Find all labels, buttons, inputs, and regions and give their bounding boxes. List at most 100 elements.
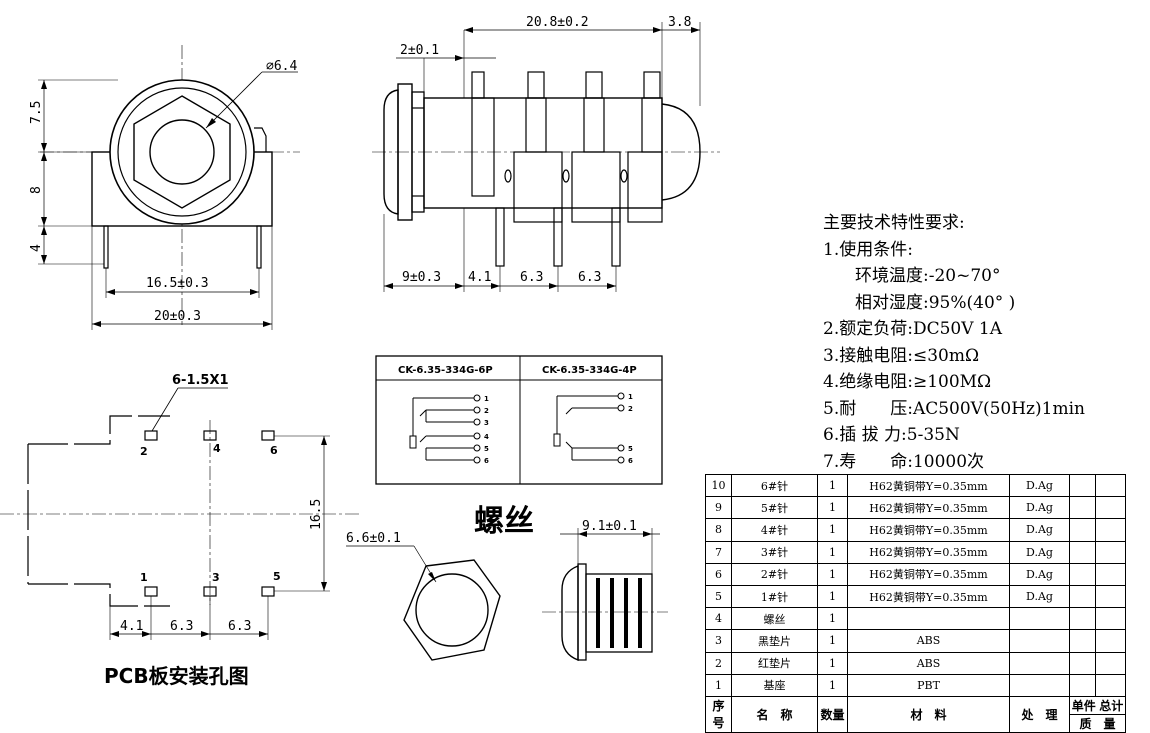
dim-pin-span: 16.5±0.3 xyxy=(146,276,209,291)
bom-cell-material: H62黄铜带Y=0.35mm xyxy=(847,540,1010,564)
bom-cell-total xyxy=(1095,629,1126,653)
bom-cell-treat: D.Ag xyxy=(1009,496,1070,520)
bom-cell-qty: 1 xyxy=(817,584,848,609)
bom-cell-name: 6#针 xyxy=(731,473,818,498)
bom-cell-material xyxy=(847,607,1010,631)
spec-line: 环境温度:-20~70° xyxy=(855,266,1001,286)
bom-cell-name: 黑垫片 xyxy=(731,629,818,653)
bom-cell-name: 5#针 xyxy=(731,496,818,520)
bom-header-total: 总计 xyxy=(1099,698,1124,713)
spec-line: 5.耐 压:AC500V(50Hz)1min xyxy=(823,398,1085,419)
dim-screw: 9.1±0.1 xyxy=(582,519,637,534)
bom-cell-treat: D.Ag xyxy=(1009,473,1070,498)
bom-cell-unit xyxy=(1069,607,1096,631)
bom-cell-total xyxy=(1095,562,1126,586)
bom-cell-no: 7 xyxy=(705,540,732,564)
schematic-title-6p: CK-6.35-334G-6P xyxy=(398,365,493,376)
dim-front-low: 4 xyxy=(29,244,44,252)
spec-title: 主要技术特性要求: xyxy=(823,213,965,233)
schematic-6p-pin: 5 xyxy=(484,445,489,453)
front-view xyxy=(38,45,300,330)
bom-cell-total xyxy=(1095,607,1126,631)
bom-cell-qty: 1 xyxy=(817,473,848,498)
bom-header-unit: 单件 xyxy=(1071,698,1096,713)
bom-cell-treat xyxy=(1009,629,1070,653)
bom-cell-total xyxy=(1095,473,1126,498)
dim-tail: 3.8 xyxy=(668,15,691,30)
bom-cell-qty: 1 xyxy=(817,496,848,520)
schematic-4p-pin: 5 xyxy=(628,445,633,453)
bom-cell-material: H62黄铜带Y=0.35mm xyxy=(847,518,1010,542)
dim-side-6-3-a: 6.3 xyxy=(520,270,543,285)
bom-cell-unit xyxy=(1069,651,1096,675)
bom-cell-total xyxy=(1095,540,1126,564)
bom-cell-total xyxy=(1095,584,1126,609)
spec-line: 3.接触电阻:≤30mΩ xyxy=(823,345,980,366)
bom-cell-material: ABS xyxy=(847,651,1010,675)
nut-drawing xyxy=(346,545,501,661)
bom-cell-unit xyxy=(1069,584,1096,609)
bom-cell-name: 2#针 xyxy=(731,562,818,586)
pcb-pin-label: 5 xyxy=(273,570,281,583)
bom-cell-material: H62黄铜带Y=0.35mm xyxy=(847,496,1010,520)
spec-line: 相对湿度:95%(40° ) xyxy=(855,292,1016,313)
pcb-pin-label: 4 xyxy=(213,442,221,455)
bom-cell-name: 基座 xyxy=(731,673,818,697)
dim-diameter: ⌀6.4 xyxy=(266,59,297,74)
bom-cell-treat: D.Ag xyxy=(1009,584,1070,609)
dim-pcb-4-1: 4.1 xyxy=(120,619,143,634)
schematic-6p-pin: 1 xyxy=(484,395,489,403)
bom-cell-qty: 1 xyxy=(817,562,848,586)
pcb-hole-label: 6-1.5X1 xyxy=(172,373,229,388)
bom-cell-treat xyxy=(1009,673,1070,697)
bom-cell-qty: 1 xyxy=(817,651,848,675)
bom-cell-unit xyxy=(1069,518,1096,542)
bom-cell-qty: 1 xyxy=(817,518,848,542)
spec-line: 6.插 拔 力:5-35N xyxy=(823,425,960,445)
bom-cell-no: 2 xyxy=(705,651,732,675)
dim-flange: 2±0.1 xyxy=(400,43,439,58)
bom-cell-name: 1#针 xyxy=(731,584,818,609)
dim-front-mid: 8 xyxy=(29,186,44,194)
pcb-pin-label: 6 xyxy=(270,444,278,457)
bom-cell-unit xyxy=(1069,629,1096,653)
pcb-pin-label: 2 xyxy=(140,445,148,458)
bom-cell-total xyxy=(1095,651,1126,675)
bom-cell-no: 1 xyxy=(705,673,732,697)
bom-cell-no: 3 xyxy=(705,629,732,653)
schematic-6p-pin: 6 xyxy=(484,457,489,465)
bom-cell-material: ABS xyxy=(847,629,1010,653)
dim-side-6-3-b: 6.3 xyxy=(578,270,601,285)
bom-cell-qty: 1 xyxy=(817,673,848,697)
dim-pcb-6-3-a: 6.3 xyxy=(170,619,193,634)
bom-cell-treat: D.Ag xyxy=(1009,518,1070,542)
pcb-title: PCB板安装孔图 xyxy=(104,664,249,688)
bom-cell-treat xyxy=(1009,651,1070,675)
spec-list: 主要技术特性要求: 1.使用条件: 环境温度:-20~70° 相对湿度:95%(… xyxy=(823,210,1085,475)
spec-line: 7.寿 命:10000次 xyxy=(823,451,985,472)
bom-cell-no: 8 xyxy=(705,518,732,542)
dim-side-4-1: 4.1 xyxy=(468,270,491,285)
screw-drawing xyxy=(542,528,668,662)
dim-pcb-6-3-b: 6.3 xyxy=(228,619,251,634)
bom-cell-unit xyxy=(1069,540,1096,564)
bom-cell-no: 5 xyxy=(705,584,732,609)
bom-cell-unit xyxy=(1069,496,1096,520)
bom-cell-total xyxy=(1095,673,1126,697)
dim-pcb-height: 16.5 xyxy=(309,499,324,530)
pcb-pin-label: 3 xyxy=(212,571,220,584)
side-view xyxy=(372,22,720,292)
dim-length: 20.8±0.2 xyxy=(526,15,589,30)
pcb-layout xyxy=(0,387,360,640)
bom-cell-unit xyxy=(1069,673,1096,697)
